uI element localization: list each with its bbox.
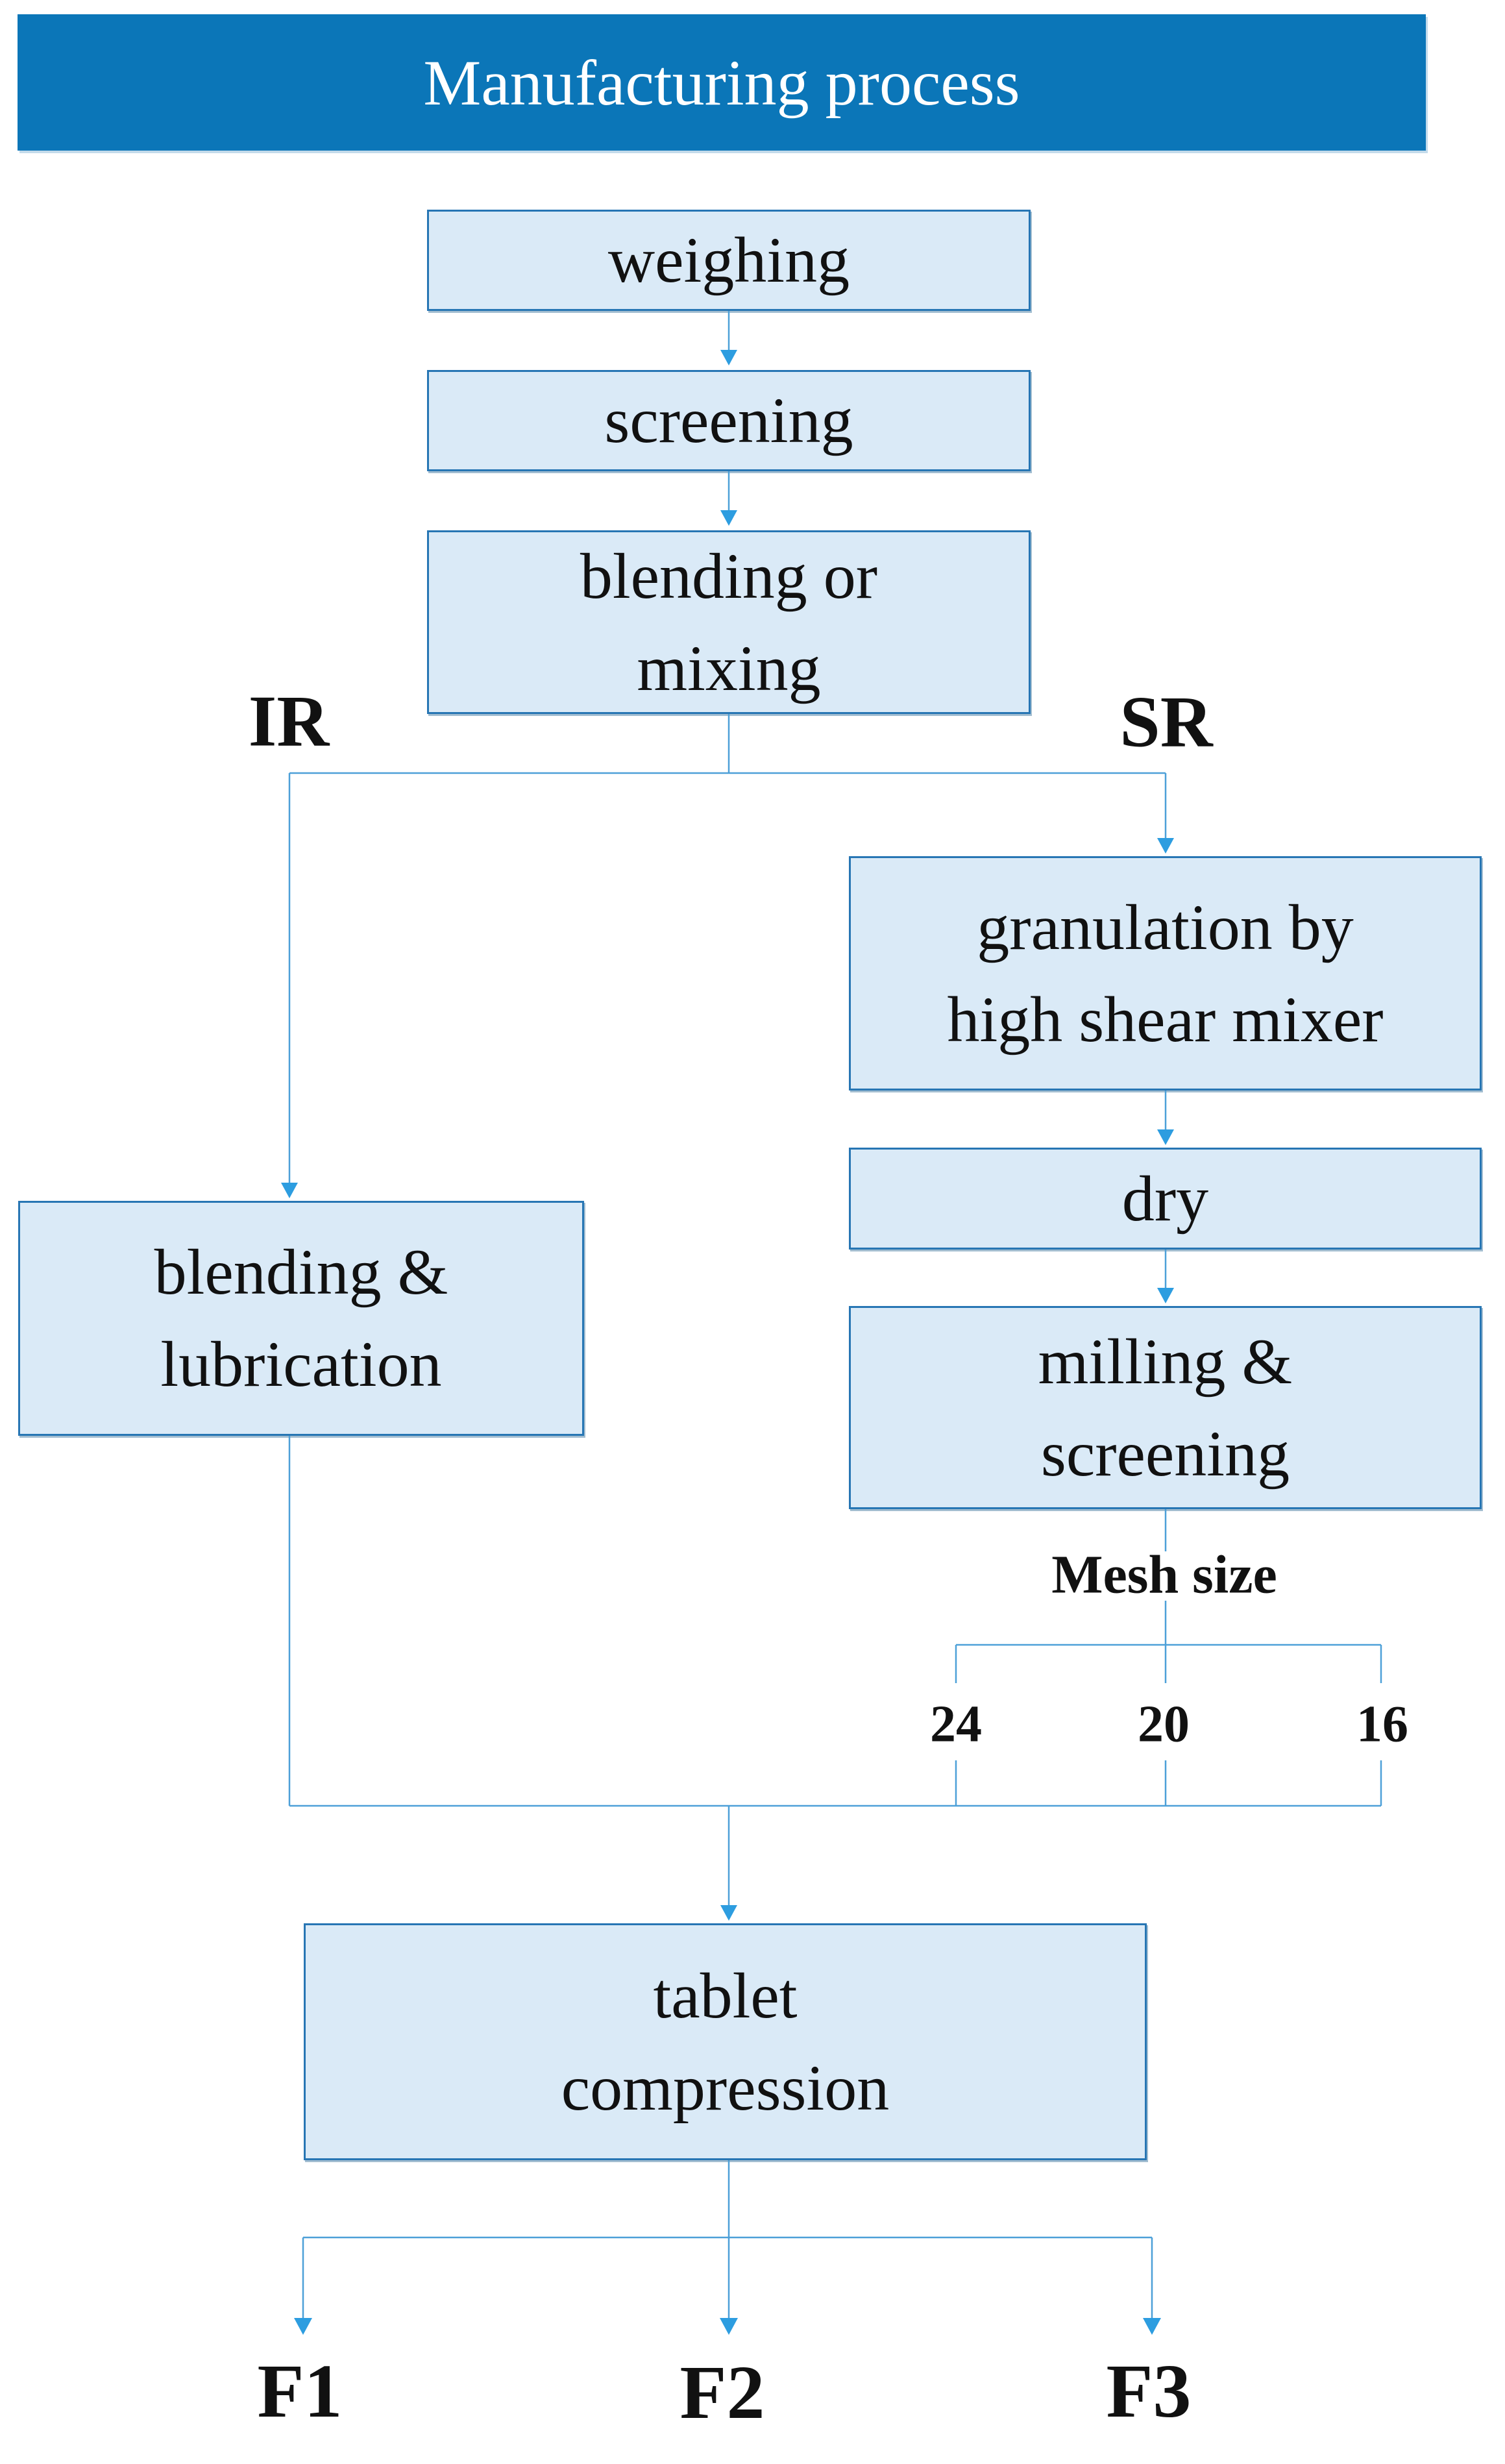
output-label-f2: F2 bbox=[679, 2350, 765, 2435]
node-granulation-high-shear-mixer: granulation by high shear mixer bbox=[849, 856, 1482, 1090]
node-dry-label: dry bbox=[1121, 1162, 1209, 1235]
arrowhead-granulation bbox=[1157, 838, 1174, 854]
node-weighing-label: weighing bbox=[607, 224, 850, 296]
node-granulation-label: granulation by high shear mixer bbox=[947, 891, 1384, 1055]
arrowhead-blending-lubrication bbox=[281, 1183, 298, 1198]
mesh-size-16: 16 bbox=[1356, 1695, 1408, 1753]
node-blending-or-mixing-label: blending or mixing bbox=[580, 539, 878, 704]
output-label-f1: F1 bbox=[257, 2348, 343, 2433]
node-blending-lubrication-label: blending & lubrication bbox=[154, 1236, 448, 1400]
node-dry: dry bbox=[849, 1148, 1482, 1250]
arrowhead-blending-mixing bbox=[720, 510, 737, 526]
node-screening-label: screening bbox=[604, 384, 853, 456]
arrowhead-f1 bbox=[294, 2318, 312, 2335]
output-label-f3: F3 bbox=[1106, 2348, 1192, 2433]
diagram-title: Manufacturing process bbox=[423, 46, 1020, 119]
mesh-size-label: Mesh size bbox=[1051, 1544, 1277, 1605]
node-blending-and-lubrication: blending & lubrication bbox=[18, 1201, 584, 1436]
arrowhead-screening bbox=[720, 350, 737, 365]
node-milling-and-screening: milling & screening bbox=[849, 1306, 1482, 1509]
arrowhead-f2 bbox=[720, 2318, 738, 2335]
branch-label-sr: SR bbox=[1120, 682, 1213, 763]
node-tablet-compression-label: tablet compression bbox=[561, 1959, 890, 2124]
branch-label-ir: IR bbox=[248, 681, 330, 762]
node-milling-label: milling & screening bbox=[1038, 1325, 1293, 1490]
node-blending-or-mixing: blending or mixing bbox=[427, 530, 1031, 714]
diagram-title-banner: Manufacturing process bbox=[18, 14, 1426, 151]
arrowhead-f3 bbox=[1143, 2318, 1161, 2335]
mesh-size-24: 24 bbox=[930, 1695, 982, 1753]
node-screening: screening bbox=[427, 370, 1031, 471]
mesh-size-20: 20 bbox=[1138, 1695, 1190, 1753]
node-weighing: weighing bbox=[427, 210, 1031, 311]
arrowhead-dry bbox=[1157, 1129, 1174, 1145]
node-tablet-compression: tablet compression bbox=[304, 1923, 1147, 2160]
arrowhead-tablet-compression bbox=[720, 1905, 737, 1921]
arrowhead-milling bbox=[1157, 1288, 1174, 1303]
